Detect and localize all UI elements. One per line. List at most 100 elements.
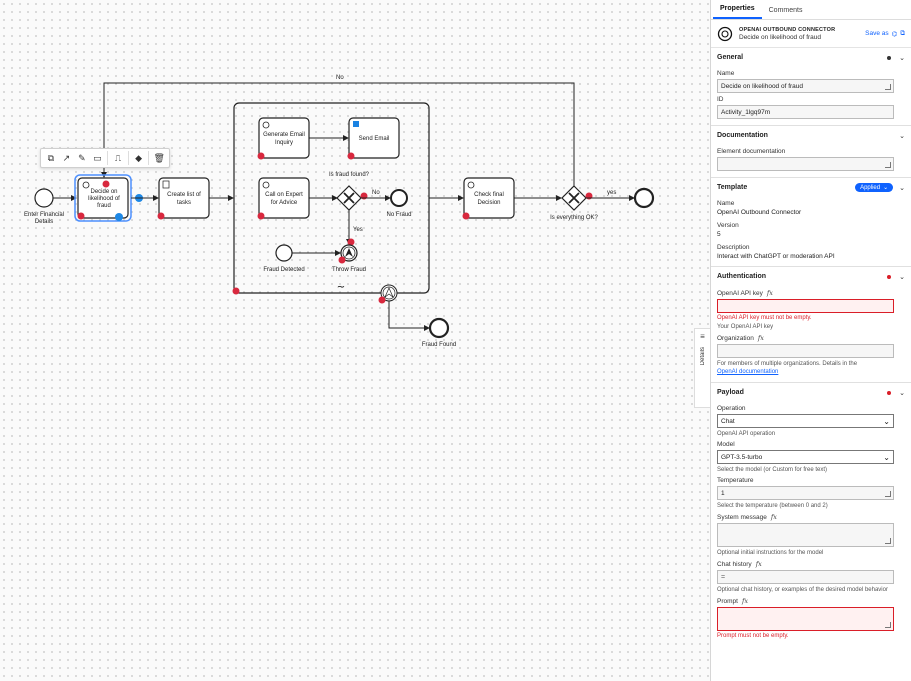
model-select[interactable]: GPT-3.5-turbo⌄ bbox=[717, 450, 894, 464]
start-event[interactable] bbox=[34, 188, 54, 208]
error-marker-icon[interactable] bbox=[77, 212, 85, 220]
panel-icon: ≡ bbox=[700, 332, 705, 341]
save-as-label: Save as bbox=[865, 30, 889, 37]
chevron-down-icon: ⌄ bbox=[899, 273, 905, 281]
documentation-field[interactable] bbox=[717, 157, 894, 171]
adhoc-marker-icon: ~ bbox=[337, 282, 345, 293]
temperature-input[interactable]: 1 bbox=[717, 486, 894, 500]
comment-icon[interactable]: ▭ bbox=[93, 152, 102, 163]
feel-icon[interactable]: fx bbox=[755, 560, 762, 568]
template-icon: ⌬ bbox=[891, 30, 898, 38]
feel-icon[interactable]: fx bbox=[766, 289, 773, 297]
error-marker-icon[interactable] bbox=[257, 212, 265, 220]
task-decide-label-3: fraud bbox=[97, 203, 111, 209]
operation-select[interactable]: Chat⌄ bbox=[717, 414, 894, 428]
path-icon[interactable]: ⎍ bbox=[114, 152, 122, 163]
task-check-final[interactable] bbox=[463, 177, 515, 219]
script-icon bbox=[162, 180, 170, 189]
system-message-hint: Optional initial instructions for the mo… bbox=[717, 550, 824, 556]
temperature-value: 1 bbox=[721, 489, 725, 497]
error-marker-icon[interactable] bbox=[378, 296, 386, 304]
prompt-input[interactable] bbox=[717, 607, 894, 631]
operation-hint: OpenAI API operation bbox=[717, 431, 776, 437]
field-label: ID bbox=[717, 96, 724, 103]
error-marker-icon[interactable] bbox=[102, 180, 110, 188]
error-marker-icon[interactable] bbox=[338, 256, 346, 264]
task-call-expert[interactable] bbox=[258, 177, 310, 219]
error-marker-icon[interactable] bbox=[347, 238, 355, 246]
organization-input[interactable] bbox=[717, 344, 894, 358]
task-generate-email[interactable] bbox=[258, 117, 310, 159]
bpmn-diagram[interactable]: No Enter Financial Details Decide on lik… bbox=[0, 0, 710, 681]
task-send-email[interactable] bbox=[348, 117, 400, 159]
system-message-label: System message bbox=[717, 513, 767, 521]
task-create-list[interactable] bbox=[158, 177, 210, 219]
chat-history-input[interactable]: = bbox=[717, 570, 894, 584]
divider bbox=[107, 151, 109, 165]
change-type-icon[interactable]: ✎ bbox=[78, 152, 86, 163]
gateway-fraud-found-label: Is fraud found? bbox=[329, 172, 370, 178]
openai-icon bbox=[82, 181, 90, 189]
feel-icon[interactable]: fx bbox=[741, 597, 749, 605]
tab-properties[interactable]: Properties bbox=[713, 5, 762, 19]
flow-no-loop[interactable] bbox=[101, 82, 575, 186]
color-icon[interactable]: ◆ bbox=[135, 152, 143, 163]
chevron-down-icon: ⌄ bbox=[883, 452, 890, 462]
task-decide-fraud[interactable] bbox=[77, 177, 129, 219]
chevron-down-icon: ⌄ bbox=[899, 389, 905, 397]
field-label: Model bbox=[717, 441, 735, 448]
task-check-final-label-1: Check final bbox=[474, 192, 504, 198]
group-template-header[interactable]: Template Applied⌄ ⌄ bbox=[717, 178, 905, 197]
diagram-canvas[interactable]: No Enter Financial Details Decide on lik… bbox=[0, 0, 710, 681]
template-description: Interact with ChatGPT or moderation API bbox=[717, 253, 835, 260]
connect-icon[interactable]: ↗ bbox=[62, 152, 71, 163]
name-value: Decide on likelihood of fraud bbox=[721, 82, 804, 90]
error-dot bbox=[887, 390, 892, 395]
feel-icon[interactable]: fx bbox=[757, 334, 764, 342]
prompt-label: Prompt bbox=[717, 597, 738, 605]
append-icon[interactable]: ⧉ bbox=[47, 152, 54, 163]
id-field[interactable]: Activity_1lgq97m bbox=[717, 105, 894, 119]
group-authentication-header[interactable]: Authentication ⌄ bbox=[717, 267, 905, 286]
group-title: Payload bbox=[717, 389, 744, 396]
add-connection-icon[interactable] bbox=[115, 213, 123, 221]
details-toggle[interactable]: ≡ Details bbox=[694, 328, 710, 408]
user-icon bbox=[262, 181, 270, 189]
element-type: OPENAI OUTBOUND CONNECTOR bbox=[739, 26, 836, 33]
error-marker-icon[interactable] bbox=[347, 152, 355, 160]
applied-badge[interactable]: Applied⌄ bbox=[855, 183, 894, 192]
group-documentation: Documentation ⌄ Element documentation bbox=[711, 126, 911, 178]
end-event-fraud-found[interactable] bbox=[428, 317, 450, 339]
error-marker-icon[interactable] bbox=[257, 152, 265, 160]
system-message-input[interactable] bbox=[717, 523, 894, 547]
delete-icon[interactable]: 🗑 bbox=[153, 152, 165, 163]
task-generate-email-label-1: Generate Email bbox=[263, 132, 305, 138]
flow-label-no: No bbox=[372, 190, 380, 196]
error-marker-icon[interactable] bbox=[232, 287, 240, 295]
end-event-no-fraud[interactable] bbox=[390, 189, 408, 207]
api-key-label: OpenAI API key bbox=[717, 289, 763, 297]
id-value: Activity_1lgq97m bbox=[721, 108, 771, 116]
feel-icon[interactable]: fx bbox=[770, 513, 777, 521]
error-marker-icon[interactable] bbox=[462, 212, 470, 220]
save-as-button[interactable]: Save as ⌬ ⧉ bbox=[865, 30, 905, 38]
group-template: Template Applied⌄ ⌄ Name OpenAI Outbound… bbox=[711, 178, 911, 267]
flow-label-yes: Yes bbox=[353, 227, 363, 233]
tab-comments[interactable]: Comments bbox=[768, 7, 803, 14]
name-field[interactable]: Decide on likelihood of fraud bbox=[717, 79, 894, 93]
error-marker-icon[interactable] bbox=[157, 212, 165, 220]
end-event-fraud-found-label: Fraud Found bbox=[422, 342, 456, 348]
group-documentation-header[interactable]: Documentation ⌄ bbox=[717, 126, 905, 145]
group-general-header[interactable]: General ⌄ bbox=[717, 48, 905, 67]
openai-docs-link[interactable]: OpenAI documentation bbox=[717, 369, 779, 375]
external-link-icon[interactable]: ⧉ bbox=[900, 29, 905, 37]
feel-equals-icon: = bbox=[721, 573, 726, 581]
field-label: Name bbox=[717, 70, 735, 77]
start-event-fraud-detected[interactable] bbox=[275, 244, 293, 262]
group-payload-header[interactable]: Payload ⌄ bbox=[717, 383, 905, 402]
model-hint: Select the model (or Custom for free tex… bbox=[717, 467, 828, 473]
api-key-input[interactable] bbox=[717, 299, 894, 313]
end-event-final[interactable] bbox=[633, 187, 655, 209]
